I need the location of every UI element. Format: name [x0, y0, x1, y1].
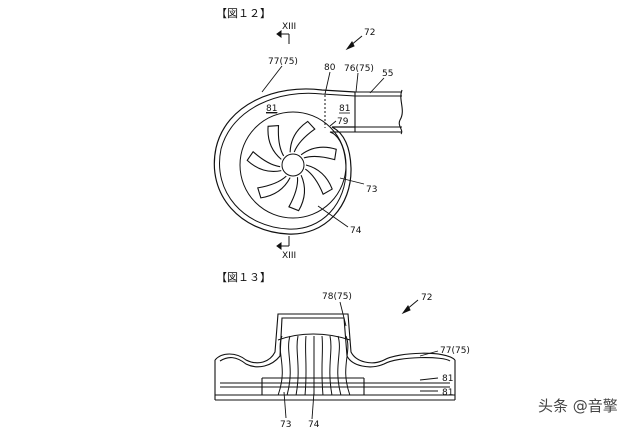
impeller-vane: [286, 335, 291, 396]
figure-13: 【図１３】 72: [214, 271, 470, 430]
label-73-fig13: 73: [280, 420, 291, 427]
watermark-text: 头条 @音擎: [538, 397, 618, 415]
impeller-vane-top-edge: [277, 333, 351, 341]
impeller-vane: [304, 335, 307, 396]
impeller-vane: [295, 335, 299, 396]
label-72-fig13: 72: [421, 293, 432, 303]
label-81-upper: 81: [442, 374, 453, 384]
label-78-75: 78(75): [322, 292, 352, 302]
impeller-vane: [337, 335, 342, 396]
impeller-blade: [300, 146, 337, 161]
label-81-lower: 81: [442, 388, 453, 398]
figure-13-title: 【図１３】: [216, 271, 271, 284]
impeller-vane: [329, 335, 333, 396]
leaders-fig12: [261, 65, 385, 228]
figure-12-title: 【図１２】: [216, 7, 271, 20]
housing-side-view: [214, 313, 456, 401]
label-77-75-fig12: 77(75): [268, 57, 298, 67]
label-55: 55: [382, 69, 393, 79]
impeller-blade: [289, 120, 316, 153]
section-mark-bottom-label: XIII: [282, 251, 296, 261]
impeller-fig12: [239, 111, 347, 219]
label-81-left: 81: [266, 104, 277, 114]
label-74-fig13: 74: [308, 420, 320, 427]
impeller-vane: [277, 335, 283, 396]
impeller-blade: [257, 175, 291, 199]
impeller-hub: [281, 153, 305, 177]
label-73-fig12: 73: [366, 185, 377, 195]
leader-72-fig13: [401, 299, 419, 315]
leaders-fig13: [283, 301, 439, 420]
label-77-75-fig13: 77(75): [440, 346, 470, 356]
impeller-blade: [246, 150, 282, 172]
impeller-blade: [305, 164, 333, 196]
section-mark-bottom: [276, 236, 290, 250]
impeller-blade: [267, 124, 285, 160]
volute-casing-outer: [213, 88, 356, 235]
outlet-pipe: [354, 89, 403, 135]
impeller-vanes-side: [277, 333, 351, 396]
leader-72-fig12: [345, 35, 363, 51]
figure-12: 【図１２】 XIII XIII 72: [213, 7, 403, 261]
impeller-vane: [321, 335, 324, 396]
label-74-fig12: 74: [350, 226, 362, 236]
label-76-75: 76(75): [344, 64, 374, 74]
impeller-blade: [288, 174, 306, 212]
label-72-fig12: 72: [364, 28, 375, 38]
label-80: 80: [324, 63, 336, 73]
section-mark-top-label: XIII: [282, 22, 296, 32]
section-mark-top: [276, 30, 290, 44]
label-79: 79: [337, 117, 349, 127]
impeller-blades: [246, 120, 337, 212]
label-81-right: 81: [339, 104, 350, 114]
volute-casing-inner: [219, 92, 356, 230]
impeller-vane: [345, 335, 351, 396]
